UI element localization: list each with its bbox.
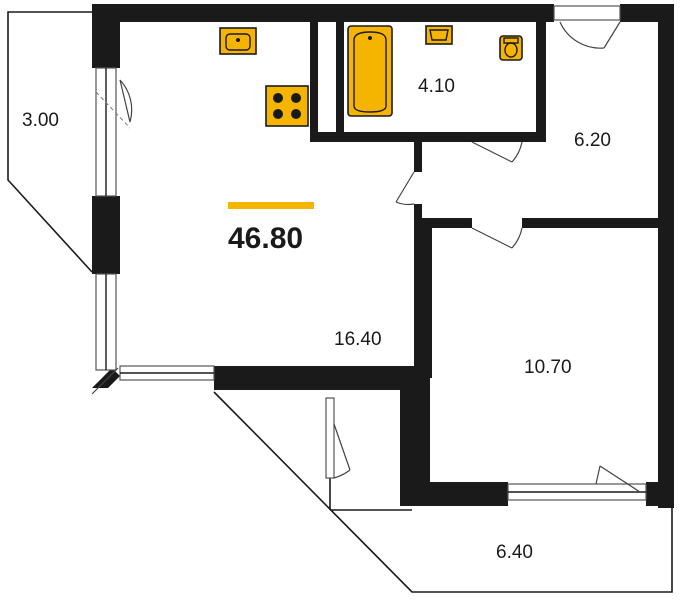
door-bottom-left	[91, 367, 119, 395]
wall-bottom-center	[214, 366, 414, 390]
wall-bath-left	[310, 18, 318, 142]
wall-bath-bottom	[310, 132, 546, 142]
wall-hall-left	[414, 142, 422, 172]
wall-bath-right	[536, 4, 546, 142]
room-area-bedroom: 10.70	[524, 357, 572, 378]
window-loggia	[325, 397, 335, 479]
room-area-hallway: 6.20	[574, 130, 611, 151]
wall-bedroom-top-right	[522, 218, 662, 228]
window-top-right	[553, 5, 621, 21]
total-area-accent-bar	[228, 202, 314, 209]
wall-bedroom-left	[422, 218, 432, 378]
loggia-bottom-outline	[213, 391, 673, 593]
door-balcony-left	[119, 79, 133, 123]
wall-bottom-mid	[400, 482, 508, 506]
door-bedroom-balcony	[595, 465, 641, 493]
door-bedroom	[471, 227, 523, 249]
room-area-balcony-left: 3.00	[22, 110, 59, 131]
wall-hall-left-lower	[414, 204, 422, 366]
room-area-loggia-bottom: 6.40	[496, 542, 533, 563]
sink-icon	[219, 27, 257, 55]
bathtub-icon	[347, 25, 393, 117]
total-area: 46.80	[228, 222, 303, 255]
wall-bedroom-top	[422, 218, 472, 228]
door-loggia	[333, 423, 351, 479]
door-hallway	[395, 171, 415, 206]
wall-left-upper	[92, 4, 120, 68]
wall-bottom-right	[646, 482, 674, 506]
room-area-bathroom: 4.10	[418, 76, 455, 97]
wall-bath-left-inner	[336, 22, 344, 142]
wall-right	[658, 4, 674, 508]
toilet-icon	[499, 35, 523, 61]
washbasin-icon	[425, 25, 453, 45]
balcony-left-outline	[7, 11, 93, 273]
stove-icon	[265, 85, 309, 127]
door-bathroom	[471, 141, 523, 163]
door-top-right	[559, 21, 621, 49]
wall-top	[92, 4, 554, 22]
room-area-living-room: 16.40	[334, 329, 382, 350]
wall-left-middle	[92, 196, 120, 274]
door-balcony-left-arc	[95, 91, 131, 129]
